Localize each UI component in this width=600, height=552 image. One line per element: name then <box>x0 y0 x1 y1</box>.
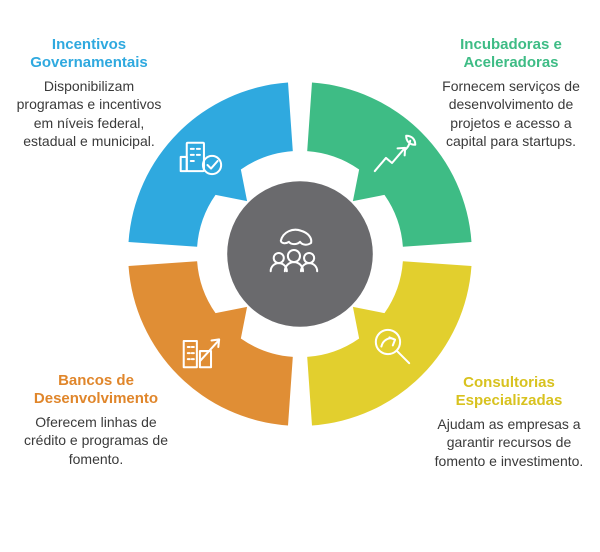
building-check-icon <box>179 141 223 176</box>
buildings-arrow-icon <box>182 338 221 369</box>
quadrant-title-top-right: Incubadoras e Aceleradoras <box>460 36 562 71</box>
quadrant-description-bottom-left: Oferecem linhas de crédito e programas d… <box>24 414 168 467</box>
quadrant-title-bottom-left: Bancos de Desenvolvimento <box>33 372 159 407</box>
quadrant-title-bottom-right: Consultorias Especializadas <box>455 374 563 409</box>
quadrant-description-bottom-right: Ajudam as empresas a garantir recursos d… <box>434 416 584 469</box>
quadrant-title-top-left: Incentivos Governamentais <box>30 36 148 71</box>
quadrant-label-bottom-right: Consultorias Especializadas Ajudam as em… <box>426 374 592 470</box>
quadrant-description-top-left: Disponibilizam programas e incentivos em… <box>16 78 162 150</box>
magnifier-arrow-icon <box>374 328 411 365</box>
quadrant-label-top-right: Incubadoras e Aceleradoras Fornecem serv… <box>432 36 590 151</box>
hand-over-people-icon <box>269 228 319 273</box>
quadrant-label-bottom-left: Bancos de Desenvolvimento Oferecem linha… <box>16 372 176 468</box>
growth-leaf-icon <box>373 134 417 173</box>
quadrant-label-top-left: Incentivos Governamentais Disponibilizam… <box>10 36 168 151</box>
quadrant-description-top-right: Fornecem serviços de desenvolvimento de … <box>442 78 580 150</box>
cycle-diagram <box>128 82 472 426</box>
